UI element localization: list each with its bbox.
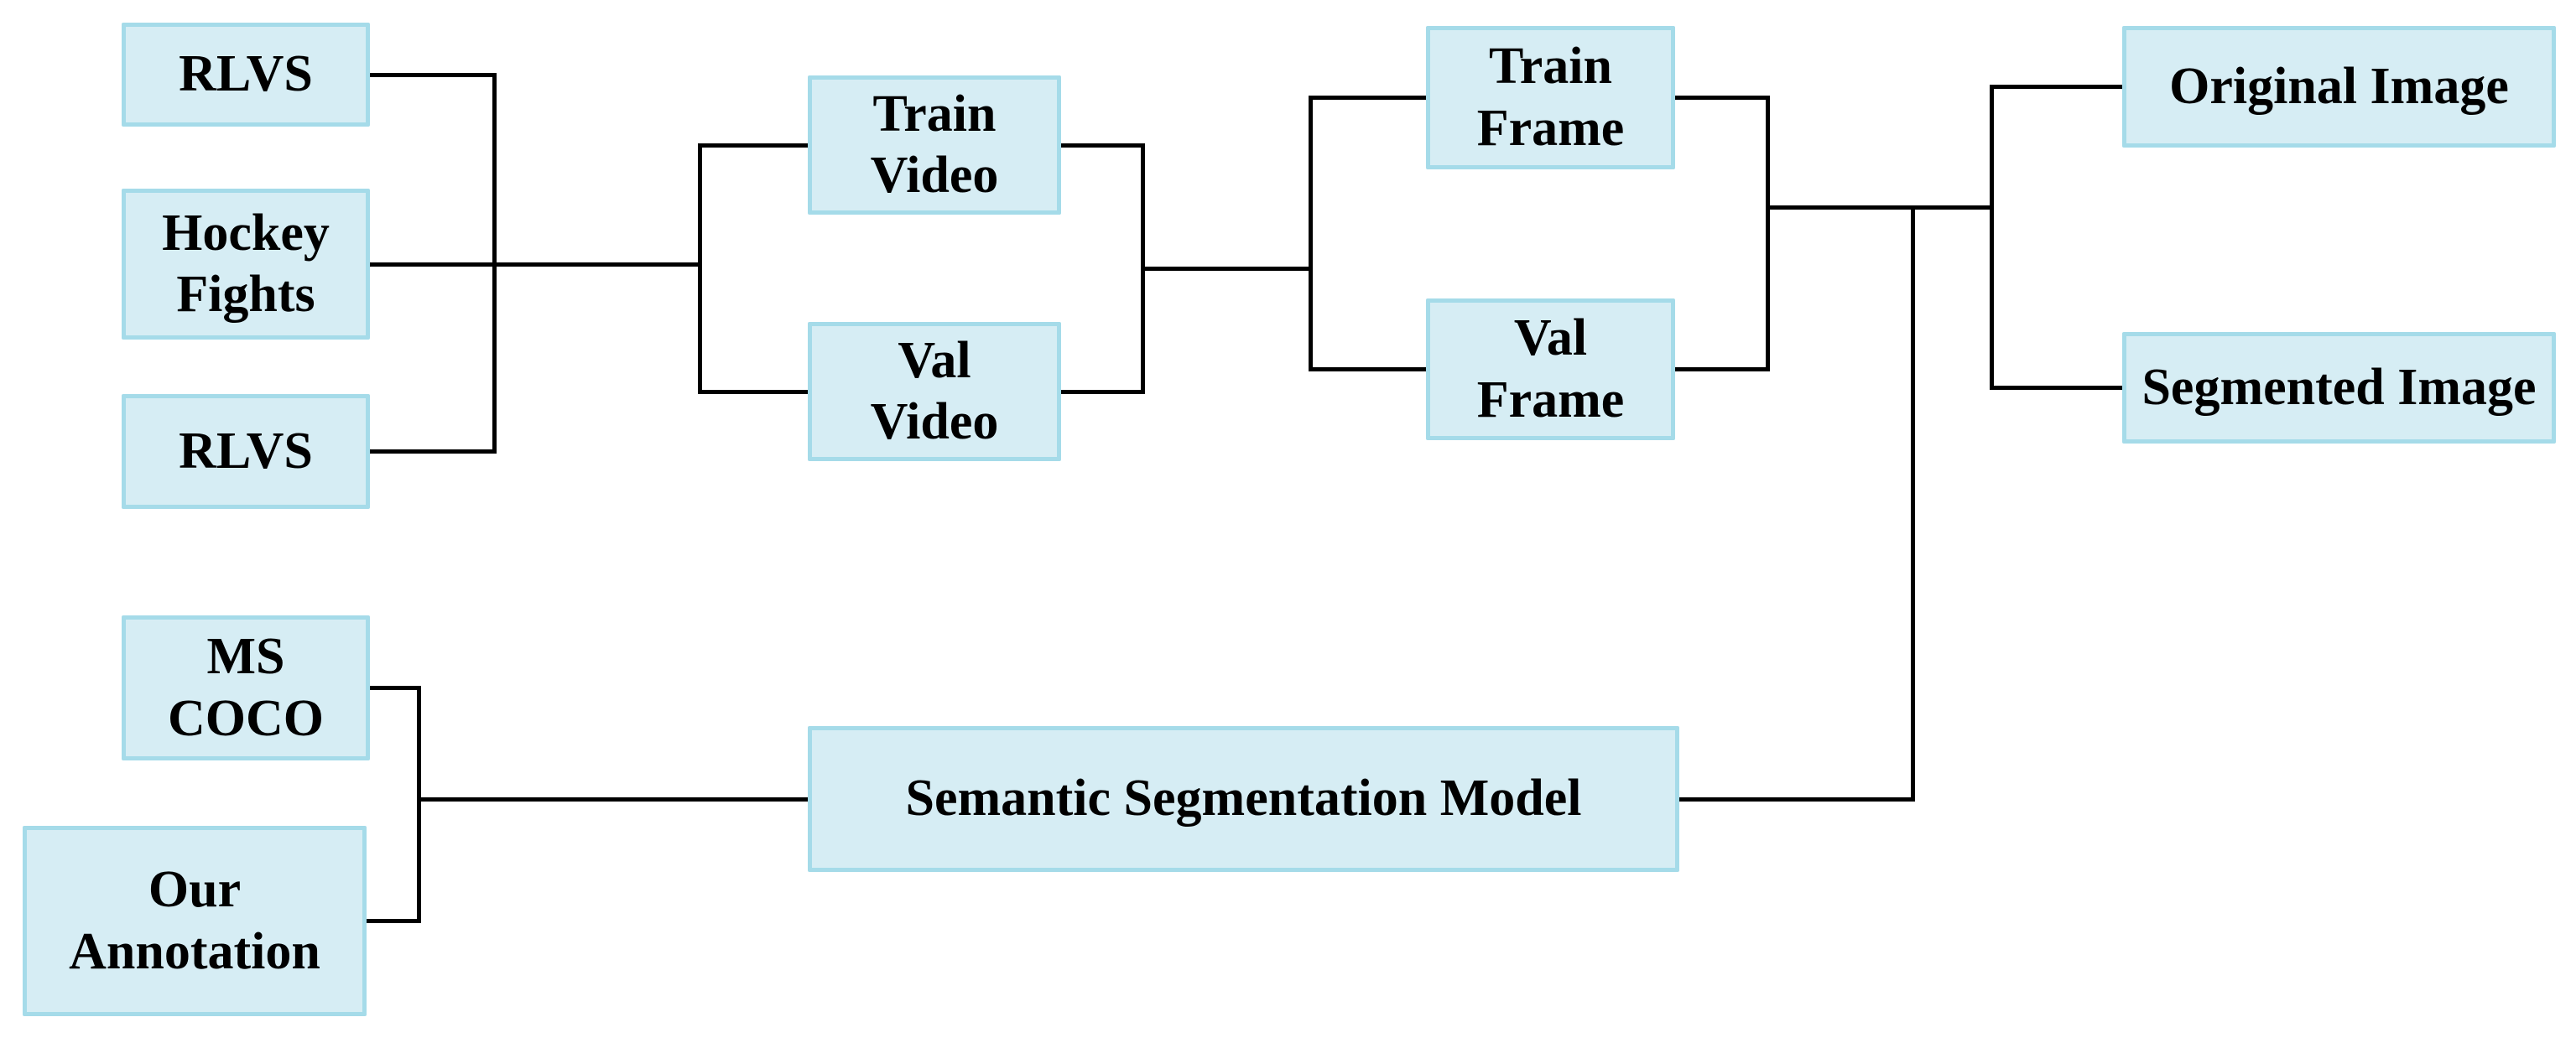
connector-line xyxy=(370,73,497,77)
connector-line xyxy=(1309,96,1313,371)
connector-line xyxy=(1675,367,1770,371)
node-our-annotation: Our Annotation xyxy=(23,826,367,1016)
connector-line xyxy=(1679,797,1915,802)
connector-line xyxy=(1309,96,1426,100)
connector-line xyxy=(370,449,497,454)
node-original-image: Original Image xyxy=(2122,26,2556,148)
node-rlvs-bottom: RLVS xyxy=(122,394,370,509)
connector-line xyxy=(1990,85,2122,89)
connector-line xyxy=(370,262,702,267)
node-segmented-image: Segmented Image xyxy=(2122,332,2556,444)
connector-line xyxy=(370,686,421,690)
connector-line xyxy=(698,390,808,394)
connector-line xyxy=(1990,85,1994,390)
connector-line xyxy=(1766,96,1770,371)
connector-line xyxy=(417,797,808,802)
connector-line xyxy=(1675,96,1770,100)
connector-line xyxy=(367,919,421,923)
connector-line xyxy=(1141,267,1313,271)
node-val-video: Val Video xyxy=(808,322,1061,461)
node-train-video: Train Video xyxy=(808,75,1061,215)
connector-line xyxy=(698,143,808,148)
connector-line xyxy=(1990,386,2122,390)
connector-line xyxy=(417,686,421,923)
node-val-frame: Val Frame xyxy=(1426,298,1675,440)
connector-line xyxy=(1061,390,1145,394)
connector-line xyxy=(1309,367,1426,371)
node-ms-coco: MS COCO xyxy=(122,615,370,760)
connector-line xyxy=(1766,205,1994,210)
node-train-frame: Train Frame xyxy=(1426,26,1675,169)
node-rlvs-top: RLVS xyxy=(122,23,370,127)
node-hockey-fights: Hockey Fights xyxy=(122,189,370,340)
connector-line xyxy=(1911,205,1915,802)
connector-line xyxy=(698,143,702,394)
connector-line xyxy=(1061,143,1145,148)
connector-line xyxy=(492,73,497,454)
node-semantic-segmentation-model: Semantic Segmentation Model xyxy=(808,726,1679,872)
